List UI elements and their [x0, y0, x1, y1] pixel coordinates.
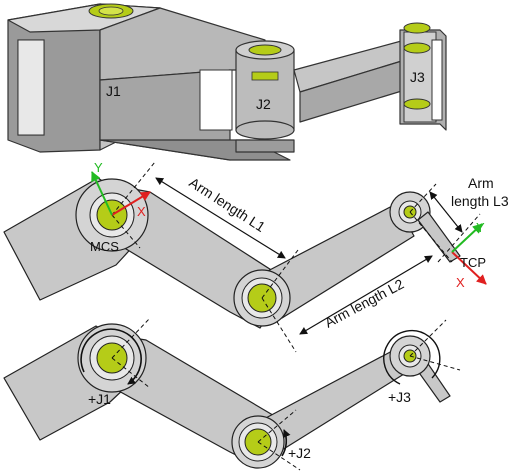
arm-length-l3-label-line2: length L3	[451, 193, 509, 209]
arm1-3d	[99, 7, 291, 161]
joint-rotation-view: +J1 +J2 +J3	[3, 317, 461, 471]
mcs-x-label: X	[137, 204, 146, 219]
j1-rotation-arrow	[80, 328, 142, 385]
tcp-y-axis	[451, 223, 483, 253]
mcs-y-axis	[91, 171, 113, 216]
j2-rotation-arrow	[281, 429, 291, 457]
arm2-3d	[293, 39, 406, 123]
dim-l1-arrow	[155, 177, 286, 259]
j3-fork	[399, 22, 447, 131]
j2-cylinder	[235, 40, 295, 153]
plus-j2-label: +J2	[288, 445, 311, 461]
mcs-label: MCS	[90, 239, 119, 254]
plus-j3-label: +J3	[388, 389, 411, 405]
tcp-x-axis	[451, 251, 487, 285]
mcs-x-axis	[111, 191, 151, 216]
tcp-label: TCP	[460, 255, 486, 270]
dim-l2-arrow	[299, 255, 433, 335]
arm-length-l3-label-line1: Arm	[468, 175, 494, 191]
robot-3d-model: J1 J2 J3	[7, 3, 447, 161]
j3-rotation-arrow	[383, 329, 441, 385]
tcp-x-label: X	[456, 275, 465, 290]
j3-label: J3	[410, 69, 425, 85]
j1-label: J1	[106, 83, 121, 99]
j2-label: J2	[256, 96, 271, 112]
tcp-y-label: Y	[476, 220, 485, 235]
dim-l3-arrow	[429, 191, 463, 233]
arm-top-view-dimensions: X Y X Y Arm length L1 Arm length L2 Arm …	[3, 160, 509, 353]
mcs-y-label: Y	[94, 160, 103, 175]
plus-j1-label: +J1	[88, 391, 111, 407]
